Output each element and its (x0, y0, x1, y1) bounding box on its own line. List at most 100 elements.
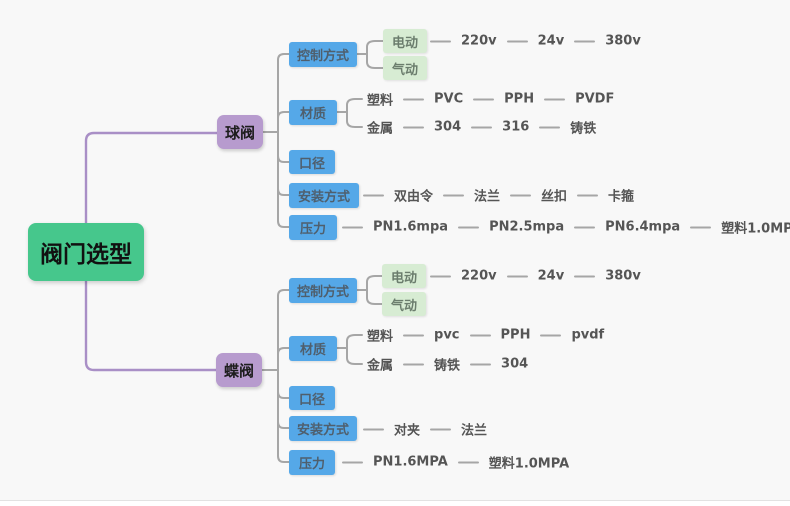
connector-dash (403, 363, 425, 365)
connector-dash (363, 194, 384, 196)
chain-item-pn64[interactable]: PN6.4mpa (605, 219, 681, 235)
chain-item-metal[interactable]: 金属 (367, 358, 394, 374)
category-butterfly-diameter[interactable]: 口径 (289, 386, 335, 410)
connector-dash (457, 461, 479, 463)
chain-item-pph[interactable]: PPH (500, 327, 531, 343)
wire-butterfly-plastic (346, 334, 363, 349)
category-label: 材质 (299, 343, 326, 358)
chain-butterfly-plastic: 塑料 pvc PPH pvdf (367, 326, 604, 345)
connector-dash (342, 461, 363, 463)
connector-dash (342, 226, 363, 228)
chain-item-304[interactable]: 304 (434, 119, 462, 135)
chain-item-24v[interactable]: 24v (537, 268, 565, 284)
chain-item-pph[interactable]: PPH (504, 91, 535, 107)
chain-item-316[interactable]: 316 (502, 119, 530, 135)
category-ball-control[interactable]: 控制方式 (289, 42, 357, 67)
wire-ball-control (277, 53, 290, 133)
wire-ball-plastic (346, 98, 363, 113)
connector-dash (403, 334, 425, 336)
category-ball-pressure[interactable]: 压力 (289, 215, 337, 240)
root-node-label: 阀门选型 (40, 242, 132, 268)
chain-item-380v[interactable]: 380v (605, 33, 641, 49)
category-label: 安装方式 (297, 190, 350, 205)
connector-dash (539, 126, 561, 128)
wire-butterfly-pneumatic (366, 289, 383, 305)
leaf-label: 气动 (390, 298, 417, 314)
category-label: 材质 (299, 107, 326, 122)
connector-dash (363, 428, 384, 430)
category-label: 控制方式 (296, 285, 349, 300)
leaf-ball-electric[interactable]: 电动 (383, 29, 427, 53)
chain-ball-plastic: 塑料 PVC PPH PVDF (367, 90, 614, 109)
chain-item-pvc[interactable]: PVC (434, 91, 464, 107)
category-label: 控制方式 (296, 49, 349, 64)
connector-dash (443, 194, 465, 196)
connector-dash (403, 126, 425, 128)
chain-item-plastic-10[interactable]: 塑料1.0MPA (488, 456, 570, 472)
connector-dash (430, 428, 452, 430)
wire-ball-electric (366, 40, 384, 55)
category-butterfly-control[interactable]: 控制方式 (289, 278, 357, 303)
chain-item-union[interactable]: 双由令 (394, 189, 434, 205)
chain-ball-metal: 金属 304 316 铸铁 (367, 118, 596, 137)
chain-item-plastic[interactable]: 塑料 (367, 93, 394, 109)
category-label: 压力 (299, 222, 326, 237)
chain-item-304[interactable]: 304 (501, 356, 529, 372)
chain-item-plastic-10[interactable]: 塑料1.0MPA (721, 221, 790, 237)
chain-item-pn16[interactable]: PN1.6MPA (373, 454, 448, 470)
chain-item-cast-iron[interactable]: 铸铁 (434, 358, 461, 374)
chain-item-220v[interactable]: 220v (461, 268, 497, 284)
wire-butterfly-pressure (277, 369, 290, 463)
wire-butterfly-diameter (277, 369, 290, 399)
chain-butterfly-electric: 220v 24v 380v (430, 269, 641, 284)
connector-dash (544, 98, 566, 100)
chain-item-24v[interactable]: 24v (537, 33, 565, 49)
chain-item-clamp[interactable]: 卡箍 (608, 189, 635, 205)
chain-item-pvc[interactable]: pvc (434, 327, 460, 343)
branch-node-ball-valve[interactable]: 球阀 (217, 115, 263, 149)
chain-item-flange[interactable]: 法兰 (474, 189, 501, 205)
leaf-butterfly-pneumatic[interactable]: 气动 (382, 292, 426, 316)
chain-item-flange[interactable]: 法兰 (461, 423, 488, 439)
chain-item-cast-iron[interactable]: 铸铁 (570, 121, 597, 137)
connector-dash (470, 363, 492, 365)
chain-item-pn25[interactable]: PN2.5mpa (489, 219, 565, 235)
chain-item-plastic[interactable]: 塑料 (367, 329, 394, 345)
branch-node-butterfly-valve[interactable]: 蝶阀 (216, 353, 262, 387)
chain-item-220v[interactable]: 220v (461, 33, 497, 49)
leaf-ball-pneumatic[interactable]: 气动 (383, 56, 427, 80)
category-ball-install[interactable]: 安装方式 (289, 183, 359, 208)
branch-node-label: 球阀 (224, 123, 255, 142)
wire-butterfly-metal (346, 347, 363, 365)
chain-ball-pressure: PN1.6mpa PN2.5mpa PN6.4mpa 塑料1.0MPA (342, 218, 790, 237)
chain-item-wafer[interactable]: 对夹 (394, 423, 421, 439)
category-ball-diameter[interactable]: 口径 (289, 150, 335, 174)
category-butterfly-install[interactable]: 安装方式 (289, 416, 357, 441)
chain-butterfly-pressure: PN1.6MPA 塑料1.0MPA (342, 453, 569, 472)
root-node[interactable]: 阀门选型 (28, 223, 144, 281)
connector-dash (577, 194, 599, 196)
chain-ball-electric: 220v 24v 380v (430, 34, 641, 49)
wire-root-to-butterfly (84, 279, 218, 372)
leaf-label: 电动 (391, 35, 418, 51)
category-butterfly-material[interactable]: 材质 (289, 336, 337, 361)
leaf-label: 电动 (390, 270, 417, 286)
chain-item-thread[interactable]: 丝扣 (541, 189, 568, 205)
wire-ball-material (277, 111, 290, 133)
chain-item-metal[interactable]: 金属 (367, 121, 394, 137)
wire-ball-pressure (277, 131, 290, 228)
chain-ball-install: 双由令 法兰 丝扣 卡箍 (363, 186, 634, 205)
wire-ball-diameter (277, 131, 290, 163)
category-ball-material[interactable]: 材质 (289, 100, 337, 125)
chain-item-pn16[interactable]: PN1.6mpa (373, 219, 449, 235)
leaf-butterfly-electric[interactable]: 电动 (382, 264, 426, 288)
leaf-label: 气动 (391, 62, 418, 78)
connector-dash (430, 40, 451, 42)
wire-butterfly-control (277, 289, 290, 371)
chain-item-380v[interactable]: 380v (605, 268, 641, 284)
chain-item-pvdf[interactable]: PVDF (575, 91, 615, 107)
chain-item-pvdf[interactable]: pvdf (571, 327, 605, 343)
wire-butterfly-material (277, 347, 290, 371)
connector-dash (506, 40, 528, 42)
category-butterfly-pressure[interactable]: 压力 (289, 450, 335, 475)
